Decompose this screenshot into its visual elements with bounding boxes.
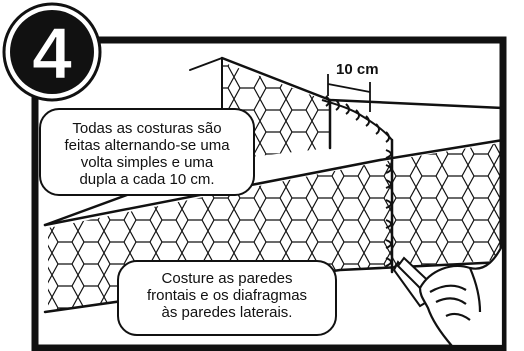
step-badge: 4 [4, 4, 100, 100]
callout-line: volta simples e uma [49, 154, 245, 171]
callout-line: feitas alternando-se uma [49, 137, 245, 154]
callout-line: dupla a cada 10 cm. [49, 171, 245, 188]
callout-line: frontais e os diafragmas [127, 287, 327, 304]
callout-line: às paredes laterais. [127, 304, 327, 321]
step-number: 4 [32, 14, 72, 94]
callout-line: Todas as costuras são [49, 120, 245, 137]
measurement-label: 10 cm [336, 61, 379, 78]
callout-sew-walls: Costure as paredes frontais e os diafrag… [117, 260, 337, 336]
callout-stitching-note: Todas as costuras são feitas alternando-… [39, 108, 255, 196]
callout-line: Costure as paredes [127, 270, 327, 287]
